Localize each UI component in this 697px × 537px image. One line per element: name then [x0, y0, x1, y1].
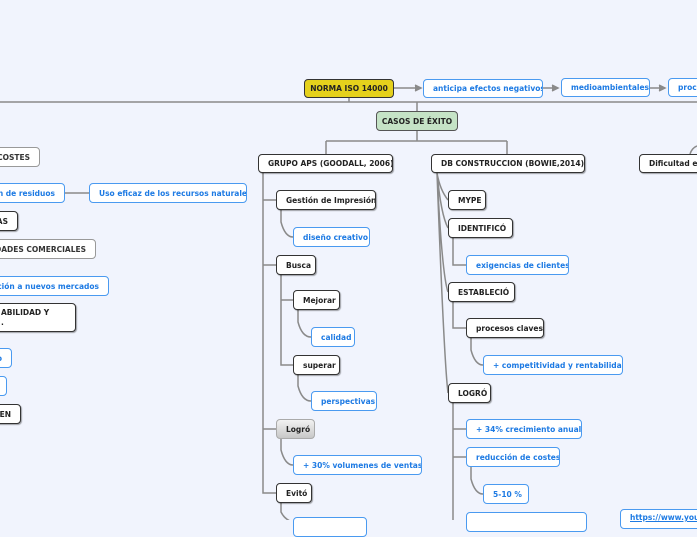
node-reduccion-costes[interactable]: reducción de costes — [466, 447, 560, 467]
node-mype[interactable]: MYPE — [448, 190, 486, 210]
node-gestion-residuos[interactable]: ón de residuos — [0, 183, 65, 203]
node-mejorar[interactable]: Mejorar — [293, 290, 340, 310]
node-rentabilidad[interactable]: ABILIDAD Y . — [0, 303, 76, 332]
node-as[interactable]: AS — [0, 211, 18, 231]
node-casos-de-exito[interactable]: CASOS DE ÉXITO — [376, 111, 458, 131]
node-perspectivas[interactable]: perspectivas — [311, 391, 377, 411]
node-establecio[interactable]: ESTABLECIÓ — [448, 282, 515, 302]
node-5-10-percent[interactable]: 5-10 % — [483, 484, 529, 504]
node-dificultad[interactable]: Dificultad en — [639, 154, 697, 173]
node-o[interactable]: o — [0, 348, 12, 368]
node-medioambientales[interactable]: medioambientales — [561, 78, 650, 97]
node-superar[interactable]: superar — [293, 355, 340, 375]
node-competitividad-rentabilidad[interactable]: + competitividad y rentabilidad — [483, 355, 623, 375]
node-gestion-impresion[interactable]: Gestión de Impresión — [276, 190, 376, 210]
node-nuevos-mercados[interactable]: ración a nuevos mercados — [0, 276, 109, 296]
node-diseno-creativo[interactable]: diseño creativo — [293, 227, 370, 247]
node-volumenes-ventas[interactable]: + 30% volumenes de ventas — [293, 455, 422, 475]
node-busca[interactable]: Busca — [276, 255, 316, 275]
node-procesos-claves[interactable]: procesos claves — [466, 318, 544, 338]
node-anticipa-efectos-negativos[interactable]: anticipa efectos negativos — [423, 79, 543, 98]
node-exigencias-clientes[interactable]: exigencias de clientes — [466, 255, 569, 275]
node-evito[interactable]: Evitó — [276, 483, 312, 503]
node-grupo-aps[interactable]: GRUPO APS (GOODALL, 2006) — [258, 154, 393, 173]
node-uso-eficaz-recursos[interactable]: Uso eficaz de los recursos naturales — [89, 183, 247, 203]
node-calidad[interactable]: calidad — [311, 327, 355, 347]
node-blank[interactable] — [0, 376, 7, 396]
node-rentabilidad-label: ABILIDAD Y . — [1, 307, 50, 327]
node-procesos-partial[interactable]: proce — [668, 78, 697, 97]
node-logro[interactable]: Logró — [276, 419, 315, 439]
node-gen[interactable]: GEN — [0, 404, 21, 424]
link-youtube-url[interactable]: https://www.you — [620, 509, 697, 529]
root-node-norma-iso-14000[interactable]: NORMA ISO 14000 — [304, 79, 394, 98]
node-crecimiento-anual[interactable]: + 34% crecimiento anual — [466, 419, 582, 439]
node-identifico[interactable]: IDENTIFICÓ — [448, 218, 513, 238]
node-logro-child-partial[interactable] — [466, 512, 587, 532]
node-logro-db[interactable]: LOGRÓ — [448, 383, 491, 403]
node-oportunidades-comerciales[interactable]: IDADES COMERCIALES — [0, 239, 96, 259]
node-costes[interactable]: COSTES — [0, 147, 40, 167]
node-evito-child-partial[interactable] — [293, 517, 367, 537]
node-db-construccion[interactable]: DB CONSTRUCCION (BOWIE,2014) — [431, 154, 585, 173]
connector-lines — [0, 84, 697, 520]
